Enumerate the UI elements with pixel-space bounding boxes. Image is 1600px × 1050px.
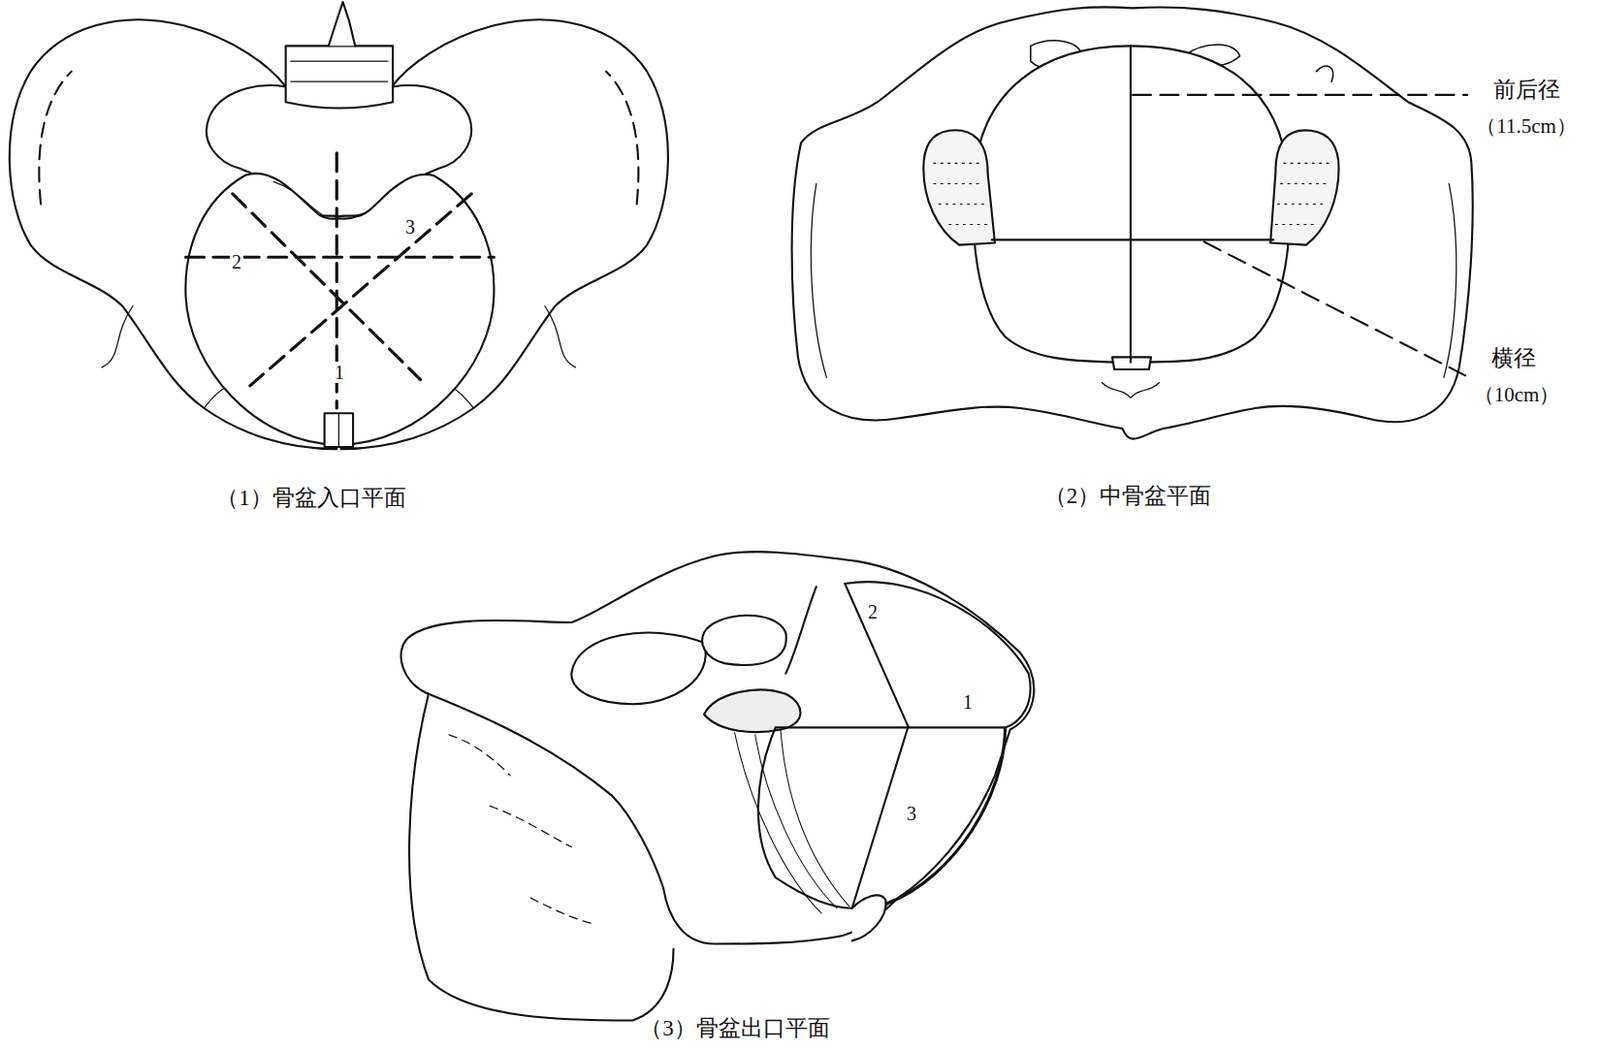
pelvis-outlet <box>401 551 1035 1021</box>
pelvis-top <box>792 6 1473 439</box>
dimension-label: 前后径 <box>1491 77 1563 102</box>
panel-caption: （2）中骨盆平面 <box>1042 483 1215 509</box>
pelvis-front <box>9 1 669 449</box>
callout-number: 3 <box>904 802 919 825</box>
panel-caption: （1）骨盆入口平面 <box>214 485 409 511</box>
callout-number: 1 <box>332 361 347 384</box>
callout-number: 1 <box>960 691 975 713</box>
panel-caption: （3）骨盆出口平面 <box>638 1016 832 1041</box>
dimension-label: 横径 <box>1489 346 1538 371</box>
dimension-label: （10cm） <box>1472 384 1563 407</box>
callout-number: 3 <box>403 216 417 238</box>
callout-number: 2 <box>229 251 244 273</box>
callout-number: 2 <box>865 601 880 623</box>
dimension-label: （11.5cm） <box>1473 115 1579 138</box>
